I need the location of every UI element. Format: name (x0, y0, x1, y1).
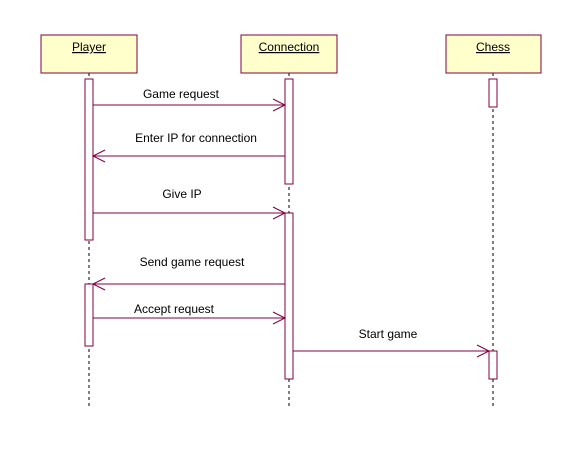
connection-label: Connection (259, 40, 320, 54)
connection-lifeline-header: Connection (240, 34, 338, 74)
player-activation-1 (84, 78, 94, 241)
player-label: Player (72, 40, 106, 54)
message-label: Send game request (140, 255, 245, 269)
message-send-game-request: Send game request (91, 255, 285, 291)
chess-lifeline-header: Chess (445, 34, 542, 74)
chess-activation-1 (488, 78, 498, 108)
chess-activation-2 (488, 350, 498, 380)
message-label: Game request (143, 87, 220, 101)
message-label: Accept request (134, 302, 215, 316)
arrowhead-icon (272, 311, 287, 325)
chess-label: Chess (476, 40, 510, 54)
message-enter-ip: Enter IP for connection (91, 131, 285, 163)
arrowhead-icon (272, 98, 287, 112)
connection-activation-2 (284, 212, 294, 380)
arrowhead-icon (272, 206, 287, 220)
connection-activation-1 (284, 78, 294, 185)
arrowhead-icon (91, 149, 106, 163)
message-label: Give IP (162, 187, 201, 201)
message-give-ip: Give IP (93, 187, 287, 220)
message-game-request: Game request (93, 87, 287, 112)
player-activation-2 (84, 283, 94, 347)
message-label: Start game (359, 327, 418, 341)
message-accept-request: Accept request (93, 302, 287, 325)
message-label: Enter IP for connection (135, 131, 257, 145)
player-lifeline-header: Player (40, 34, 138, 74)
arrowhead-icon (91, 277, 106, 291)
arrowhead-icon (476, 344, 491, 358)
message-start-game: Start game (293, 327, 491, 358)
